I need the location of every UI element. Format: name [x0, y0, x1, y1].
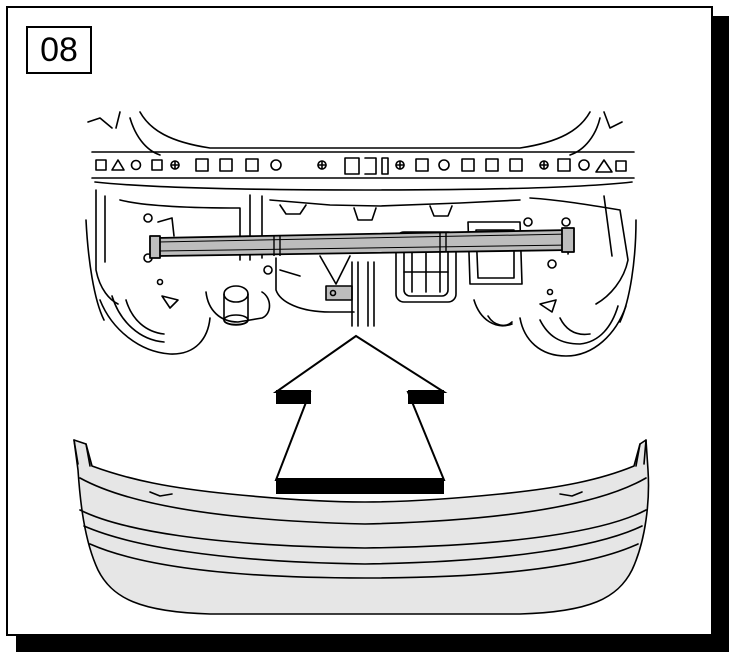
tow-bar-beam — [149, 227, 575, 259]
rear-bumper-cover — [73, 439, 650, 615]
up-arrow-icon — [272, 334, 448, 494]
step-number: 08 — [26, 26, 92, 74]
